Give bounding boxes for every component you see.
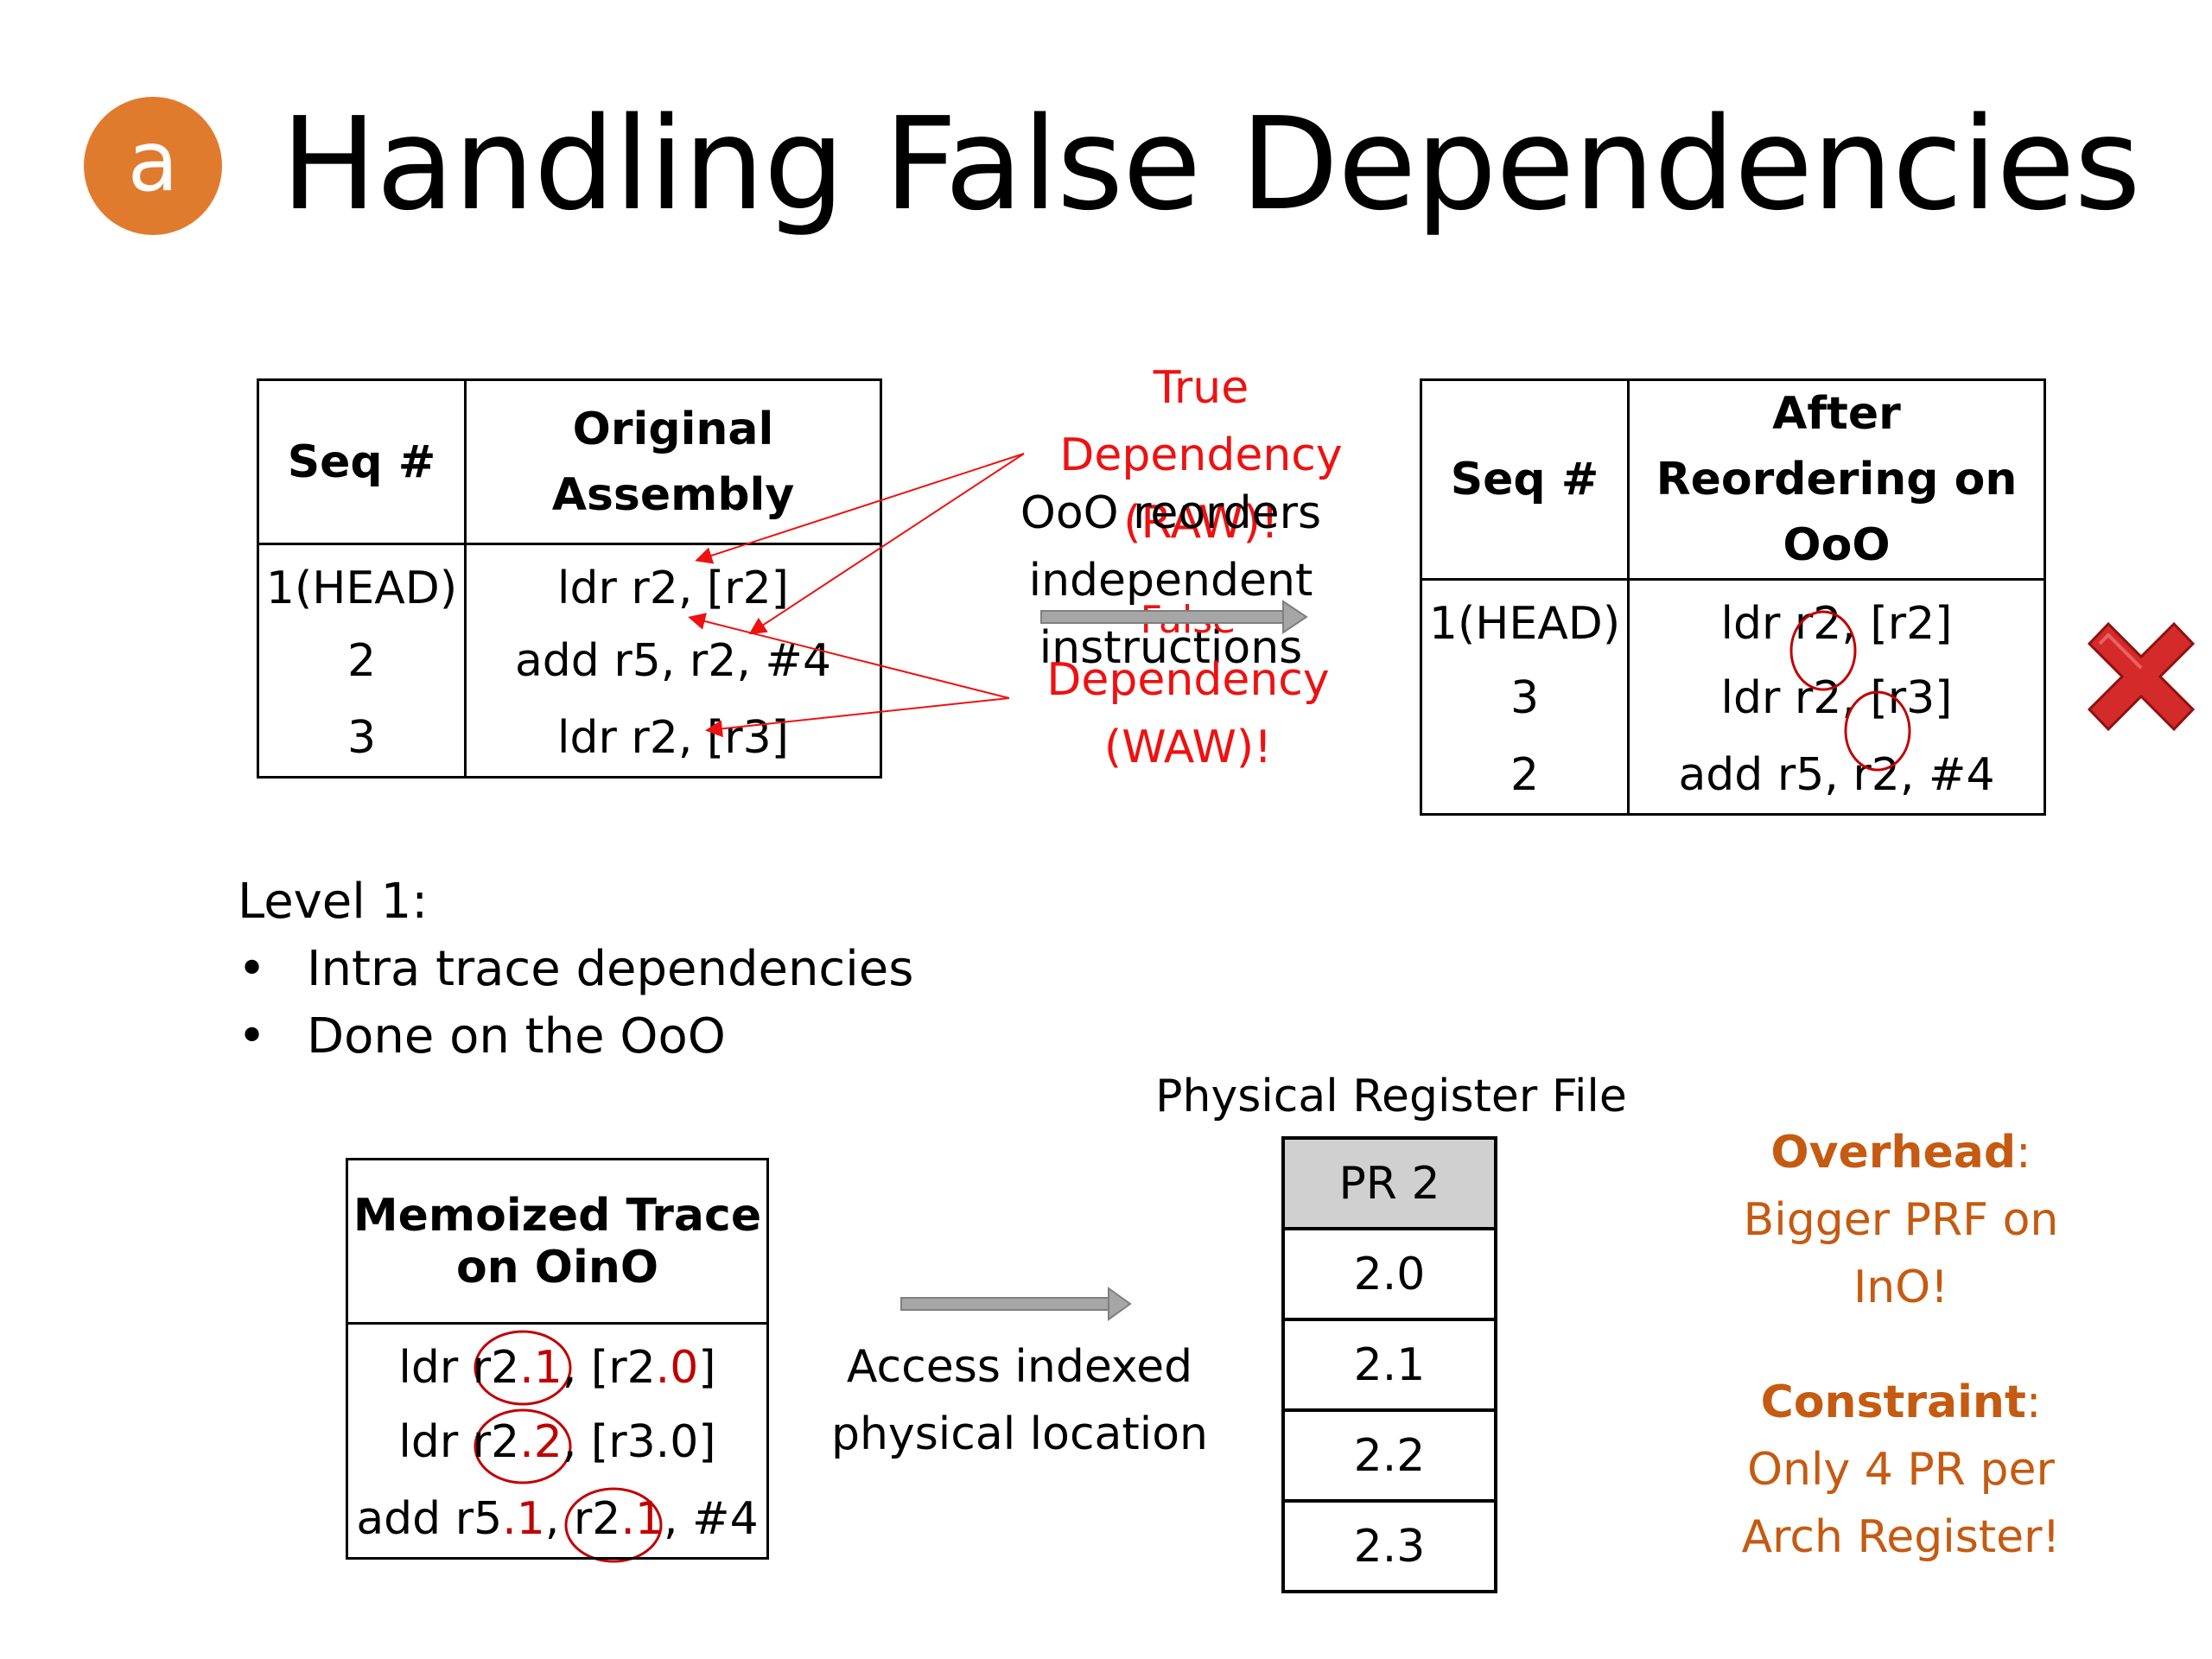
prf-cell: 2.0 [1281, 1227, 1497, 1321]
table-row: 1(HEAD) [257, 543, 467, 622]
reorder-arrow [1040, 600, 1308, 634]
true-dependency-label: True Dependency (RAW)! [1059, 362, 1343, 549]
overhead-note: Overhead: Bigger PRF on InO! [1743, 1127, 2059, 1313]
header-after-reordering: After Reordering on OoO [1627, 378, 2046, 581]
table-row: 2 [257, 621, 467, 700]
table-row: add r5, r2, #4 [1627, 736, 2046, 816]
table-row: 2 [1420, 736, 1630, 816]
access-indexed-label: Access indexed physical location [830, 1341, 1209, 1460]
prf-cell: 2.3 [1281, 1499, 1497, 1593]
prf-cell: 2.1 [1281, 1318, 1497, 1412]
table-row: add r5, r2, #4 [464, 621, 882, 700]
raw-arrow-1 [695, 453, 1025, 564]
table-row: add r5.1, r2.1, #4 [346, 1480, 769, 1560]
prf-cell: 2.2 [1281, 1408, 1497, 1503]
original-assembly-table: Seq # Original Assembly 1(HEAD) ldr r2, … [257, 378, 882, 779]
table-row: 3 [257, 699, 467, 779]
prf-header: PR 2 [1281, 1136, 1497, 1230]
section-badge: a [84, 97, 222, 235]
list-item: •Done on the OoO [238, 1008, 726, 1065]
circle-r2-row2 [1789, 610, 1857, 691]
table-row: ldr r2, [r2] [464, 543, 882, 622]
red-x-icon [2087, 621, 2196, 732]
table-row: ldr r2.1, [r2.0] [346, 1322, 769, 1403]
slide-title: Handling False Dependencies [281, 90, 2141, 238]
level-heading: Level 1: [238, 874, 429, 930]
table-row: 3 [1420, 658, 1630, 737]
header-seq: Seq # [257, 378, 467, 545]
physical-register-file: PR 2 2.0 2.1 2.2 2.3 [1281, 1136, 1497, 1593]
reordered-assembly-table: Seq # After Reordering on OoO 1(HEAD) ld… [1420, 378, 2046, 816]
constraint-note: Constraint: Only 4 PR per Arch Register! [1741, 1376, 2061, 1563]
access-arrow [900, 1287, 1132, 1321]
waw-arrow-2 [705, 697, 1010, 738]
list-item: •Intra trace dependencies [238, 941, 914, 997]
raw-arrow-2 [748, 453, 1025, 635]
table-row: ldr r2, [r3] [464, 699, 882, 779]
waw-arrow-1 [688, 613, 1010, 699]
table-row: ldr r2, [r2] [1627, 578, 2046, 659]
header-original-assembly: Original Assembly [464, 378, 882, 545]
table-row: 1(HEAD) [1420, 578, 1630, 659]
ooo-reorders-label: OoO reorders independent instructions [1020, 487, 1322, 674]
prf-title: Physical Register File [1155, 1071, 1627, 1122]
table-row: ldr r2.2, [r3.0] [346, 1402, 769, 1481]
memoized-trace-table: Memoized Trace on OinO ldr r2.1, [r2.0] … [346, 1158, 769, 1560]
circle-r2-row3 [1844, 690, 1911, 772]
memo-header: Memoized Trace on OinO [346, 1158, 769, 1325]
table-row: ldr r2, [r3] [1627, 658, 2046, 737]
header-seq: Seq # [1420, 378, 1630, 581]
